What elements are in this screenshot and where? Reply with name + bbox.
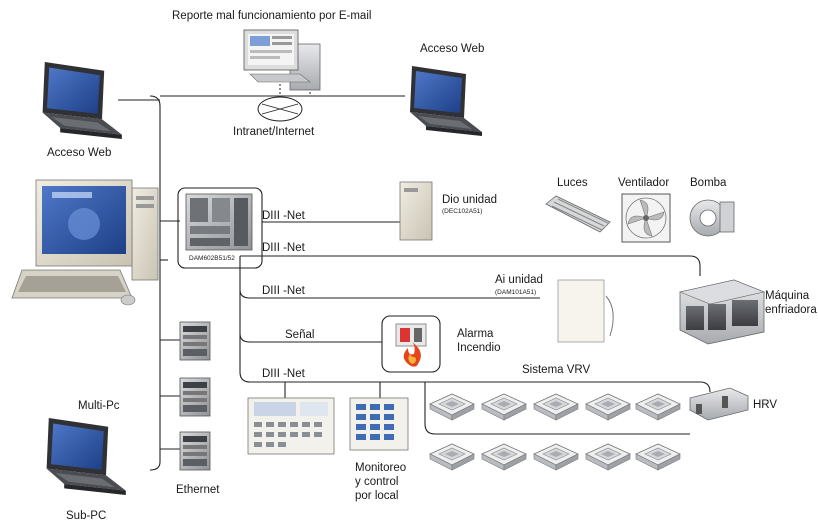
diii-net-line-ai (239, 289, 540, 299)
email-report-label: Reporte mal funcionamiento por E-mail (172, 10, 372, 22)
fire-alarm-label-line1: Alarma (457, 328, 494, 340)
vrv-units-row-2 (429, 443, 681, 471)
diii-net-label-1: DIII -Net (262, 210, 305, 222)
diii-net-bus (239, 256, 711, 393)
dio-unit-label: Dio unidad (442, 194, 497, 206)
local-monitoring-label: Monitoreo y control por local (355, 461, 406, 503)
intranet-label: Intranet/Internet (233, 126, 315, 138)
vrv-units-row-1 (429, 393, 681, 421)
lights-icon (545, 195, 611, 233)
multi-pc-cabinet-1-icon (179, 321, 211, 361)
local-monitoring-line2: y control (355, 476, 399, 488)
email-report-pc-icon (243, 29, 321, 91)
fan-label: Ventilador (618, 177, 670, 189)
lights-label: Luces (557, 177, 588, 189)
fan-icon (621, 193, 671, 243)
vrv-cassette-icon (635, 443, 681, 471)
ai-unit-model: (DAM101A51) (495, 289, 537, 296)
ai-unit-icon (557, 279, 614, 343)
dio-unit-model: (DEC102A51) (442, 208, 483, 215)
controller-model-label: DAM602B51/52 (189, 255, 235, 262)
local-control-panel-2-icon (349, 397, 409, 451)
pump-label: Bomba (690, 177, 727, 189)
controller-cabinet-icon (185, 193, 253, 251)
web-access-left-label: Acceso Web (47, 147, 112, 159)
pump-icon (689, 199, 735, 237)
network-lines (118, 95, 711, 471)
fire-alarm-label: Alarma Incendio (457, 327, 500, 355)
chiller-label-line2: enfriadora (765, 304, 817, 316)
laptop-sub-pc-icon (46, 418, 126, 495)
multi-pc-cabinet-3-icon (179, 431, 211, 471)
local-monitoring-line3: por local (355, 490, 399, 502)
controller-frame (177, 187, 263, 269)
vrv-cassette-icon (533, 393, 579, 421)
ethernet-backbone-line (149, 95, 161, 471)
laptop-top-right-icon (410, 66, 482, 136)
vrv-cassette-icon (585, 393, 631, 421)
local-control-panel-1-icon (247, 397, 335, 455)
diii-net-label-2: DIII -Net (262, 242, 305, 254)
multi-pc-cabinet-2-icon (179, 377, 211, 417)
chiller-icon (678, 279, 766, 345)
hrv-label: HRV (753, 399, 778, 411)
vrv-cassette-icon (481, 443, 527, 471)
desktop-pc-icon (11, 179, 159, 306)
sub-pc-label: Sub-PC (66, 510, 107, 522)
hrv-icon (689, 387, 749, 421)
vrv-cassette-icon (429, 443, 475, 471)
diii-net-line-chiller (240, 255, 701, 276)
vrv-cassette-icon (533, 443, 579, 471)
vrv-cassette-icon (481, 393, 527, 421)
chiller-label: Máquina enfriadora (765, 289, 817, 317)
dio-unit-icon (399, 181, 433, 241)
intranet-router-icon (257, 96, 303, 122)
ethernet-label: Ethernet (176, 484, 220, 496)
vrv-cassette-icon (585, 443, 631, 471)
vrv-cassette-icon (429, 393, 475, 421)
diii-net-label-3: DIII -Net (262, 285, 305, 297)
diii-net-label-4: DIII -Net (262, 368, 305, 380)
chiller-label-line1: Máquina (765, 290, 810, 302)
signal-label: Señal (285, 329, 315, 341)
web-access-top-label: Acceso Web (420, 43, 485, 55)
multi-pc-label: Multi-Pc (78, 400, 120, 412)
vrv-cassette-icon (635, 393, 681, 421)
local-monitoring-line1: Monitoreo (355, 462, 407, 474)
ai-unit-label: Ai unidad (495, 274, 543, 286)
vrv-system-label: Sistema VRV (522, 364, 591, 376)
fire-alarm-icon (395, 323, 427, 367)
fire-alarm-label-line2: Incendio (457, 342, 501, 354)
laptop-left-icon (42, 62, 122, 139)
signal-line (239, 333, 382, 343)
